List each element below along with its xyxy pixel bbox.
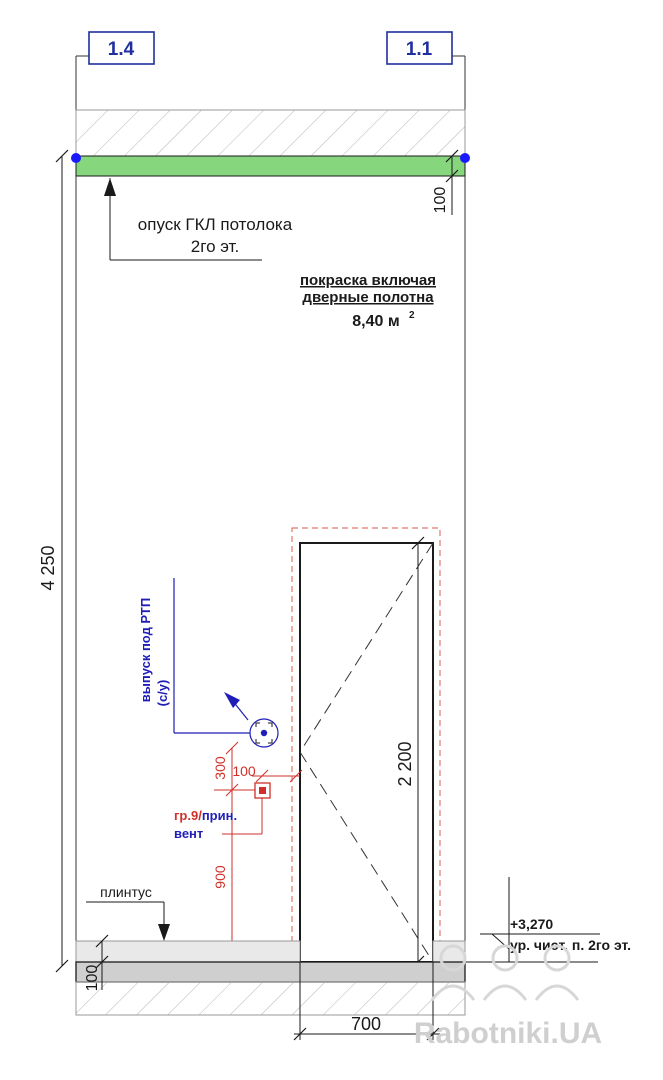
ceiling-drop-label-line2: 2го эт. xyxy=(191,237,239,256)
axis-point-icon-right xyxy=(460,153,470,163)
axis-point-icon-left xyxy=(71,153,81,163)
door-swing-line-top xyxy=(299,542,434,753)
rtp-outlet-label-line2: (с/у) xyxy=(155,680,170,707)
grid-axis-tag-left: 1.4 xyxy=(88,31,155,65)
socket-box-icon xyxy=(254,782,271,799)
level-value: +3,270 xyxy=(510,916,553,932)
grid-axis-tag-right: 1.1 xyxy=(386,31,453,65)
dimension-outlet-height: 300 xyxy=(212,756,228,780)
arrow-diagonal-icon xyxy=(224,692,240,708)
group-label-line1: гр.9/прин. xyxy=(174,808,237,823)
dimension-door-height: 2 200 xyxy=(395,741,415,786)
door-swing-line-bottom xyxy=(299,751,434,963)
grid-axis-label-right: 1.1 xyxy=(406,39,433,60)
group-label-line2: вент xyxy=(174,826,203,841)
watermark-text: Rabotniki.UA xyxy=(414,1017,602,1050)
grid-axis-label-left: 1.4 xyxy=(108,39,135,60)
skirting-board-right xyxy=(432,940,466,963)
ceiling-drop-callout xyxy=(104,178,262,261)
rtp-outlet-symbol-icon xyxy=(249,718,279,748)
floor-finish-layer xyxy=(75,961,466,983)
level-label: ур. чист. п. 2го эт. xyxy=(510,937,631,953)
group-label-blue-part: прин. xyxy=(202,808,237,823)
total-height-dimension xyxy=(55,149,69,973)
watermark-figures-icon xyxy=(430,944,580,1001)
group-label-red-part: гр.9/ xyxy=(174,808,202,823)
painting-label-line1: покраска включая xyxy=(300,272,436,289)
rtp-outlet-callout xyxy=(173,578,250,734)
painting-area-value: 8,40 м xyxy=(352,313,399,330)
suspended-ceiling-band xyxy=(75,155,466,177)
painting-label-line2: дверные полотна xyxy=(302,289,434,306)
floor-slab-hatch xyxy=(75,981,466,1016)
painting-area-unit: 2 xyxy=(409,310,415,321)
ceiling-slab-hatch xyxy=(75,109,466,157)
dimension-floor-thickness: 100 xyxy=(84,965,101,992)
skirting-callout xyxy=(86,901,170,941)
dimension-door-width: 700 xyxy=(351,1014,381,1034)
dimension-ceiling-drop: 100 xyxy=(432,187,449,214)
arrow-up-icon xyxy=(104,178,116,196)
arrow-down-icon xyxy=(158,924,170,941)
skirting-board-left xyxy=(75,940,301,963)
skirting-label: плинтус xyxy=(100,884,152,900)
dimension-socket-height: 900 xyxy=(212,865,228,889)
ceiling-drop-dimension xyxy=(445,149,459,215)
dimension-outlet-offset: 100 xyxy=(232,763,256,779)
rtp-outlet-label-line1: выпуск под РТП xyxy=(138,598,153,702)
dimension-total-height: 4 250 xyxy=(38,545,58,590)
ceiling-drop-label-line1: опуск ГКЛ потолока xyxy=(138,215,293,234)
floor-thickness-dimension xyxy=(95,934,109,990)
door-width-dimension xyxy=(293,962,440,1041)
